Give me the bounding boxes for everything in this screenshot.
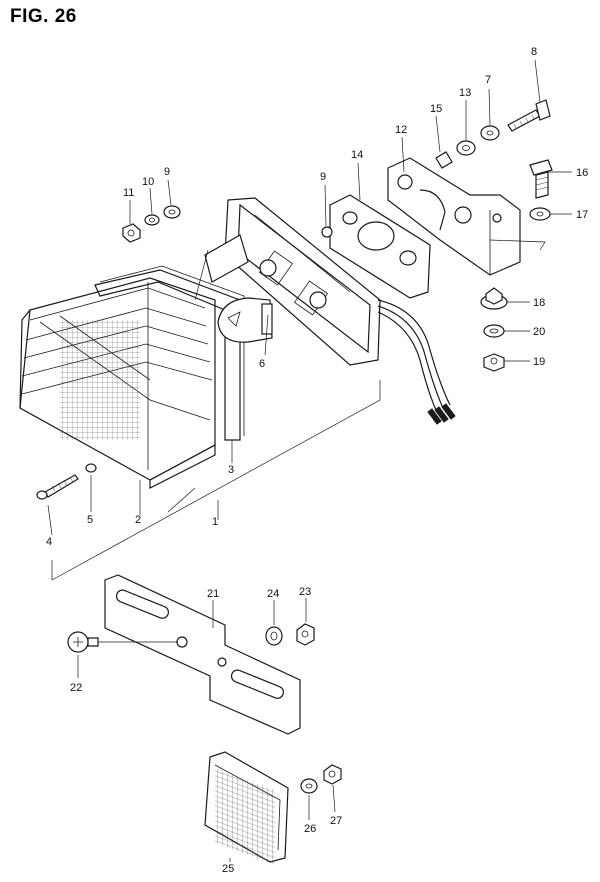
screw-22: [67, 631, 99, 653]
callout-22: 22: [70, 682, 82, 694]
screw-4: [36, 474, 79, 500]
washer-13: [456, 140, 476, 156]
callout-labels: 1 2 3 4 5 6 7 8 9 9 10 11 12 13 14 15 16…: [46, 46, 588, 875]
collar-15: [435, 151, 453, 169]
callout-26: 26: [304, 823, 316, 835]
nut-19: [483, 353, 505, 372]
bulb: [217, 297, 273, 343]
callout-25: 25: [222, 863, 234, 875]
callout-27: 27: [330, 815, 342, 827]
callout-20: 20: [533, 326, 545, 338]
nut-27: [323, 764, 342, 785]
assembly-outline: [51, 239, 546, 581]
washer-10: [144, 214, 160, 226]
callout-5: 5: [87, 514, 93, 526]
housing-gasket: [321, 194, 431, 299]
washer-5: [85, 463, 97, 473]
figure-title: FIG. 26: [10, 6, 77, 27]
washer-17: [529, 207, 551, 221]
callout-4: 4: [46, 536, 52, 548]
flange-nut-18: [480, 287, 508, 310]
nut-23: [296, 623, 315, 646]
callout-21: 21: [207, 588, 219, 600]
nut-11: [122, 223, 141, 243]
tail-lamp-lens: [19, 277, 216, 489]
callout-17: 17: [576, 209, 588, 221]
license-plate-bracket: [104, 574, 301, 735]
mounting-bracket: [387, 157, 521, 276]
washer-7: [480, 125, 500, 141]
reflector: [204, 751, 289, 866]
callout-10: 10: [142, 176, 154, 188]
callout-19: 19: [533, 356, 545, 368]
callout-8: 8: [531, 46, 537, 58]
callout-3: 3: [228, 464, 234, 476]
callout-14: 14: [351, 149, 363, 161]
lamp-housing: [204, 197, 381, 366]
callout-9-left: 9: [164, 166, 170, 178]
callout-7: 7: [485, 74, 491, 86]
callout-1: 1: [212, 516, 218, 528]
leader-lines: [47, 59, 572, 862]
washer-9: [163, 205, 181, 219]
callout-6: 6: [259, 358, 265, 370]
washer-24: [265, 626, 283, 646]
lens-gasket: [94, 265, 245, 441]
callout-9-right: 9: [320, 171, 326, 183]
bolt-8: [507, 99, 551, 132]
washer-26: [300, 778, 318, 794]
callout-2: 2: [135, 514, 141, 526]
bolt-16: [529, 159, 553, 199]
spring-washer-20: [483, 324, 505, 338]
wire-harness: [377, 299, 456, 425]
callout-23: 23: [299, 586, 311, 598]
callout-15: 15: [430, 103, 442, 115]
callout-13: 13: [459, 87, 471, 99]
callout-11: 11: [123, 187, 134, 199]
callout-24: 24: [267, 588, 279, 600]
callout-16: 16: [576, 167, 588, 179]
callout-18: 18: [533, 297, 545, 309]
callout-12: 12: [395, 124, 407, 136]
